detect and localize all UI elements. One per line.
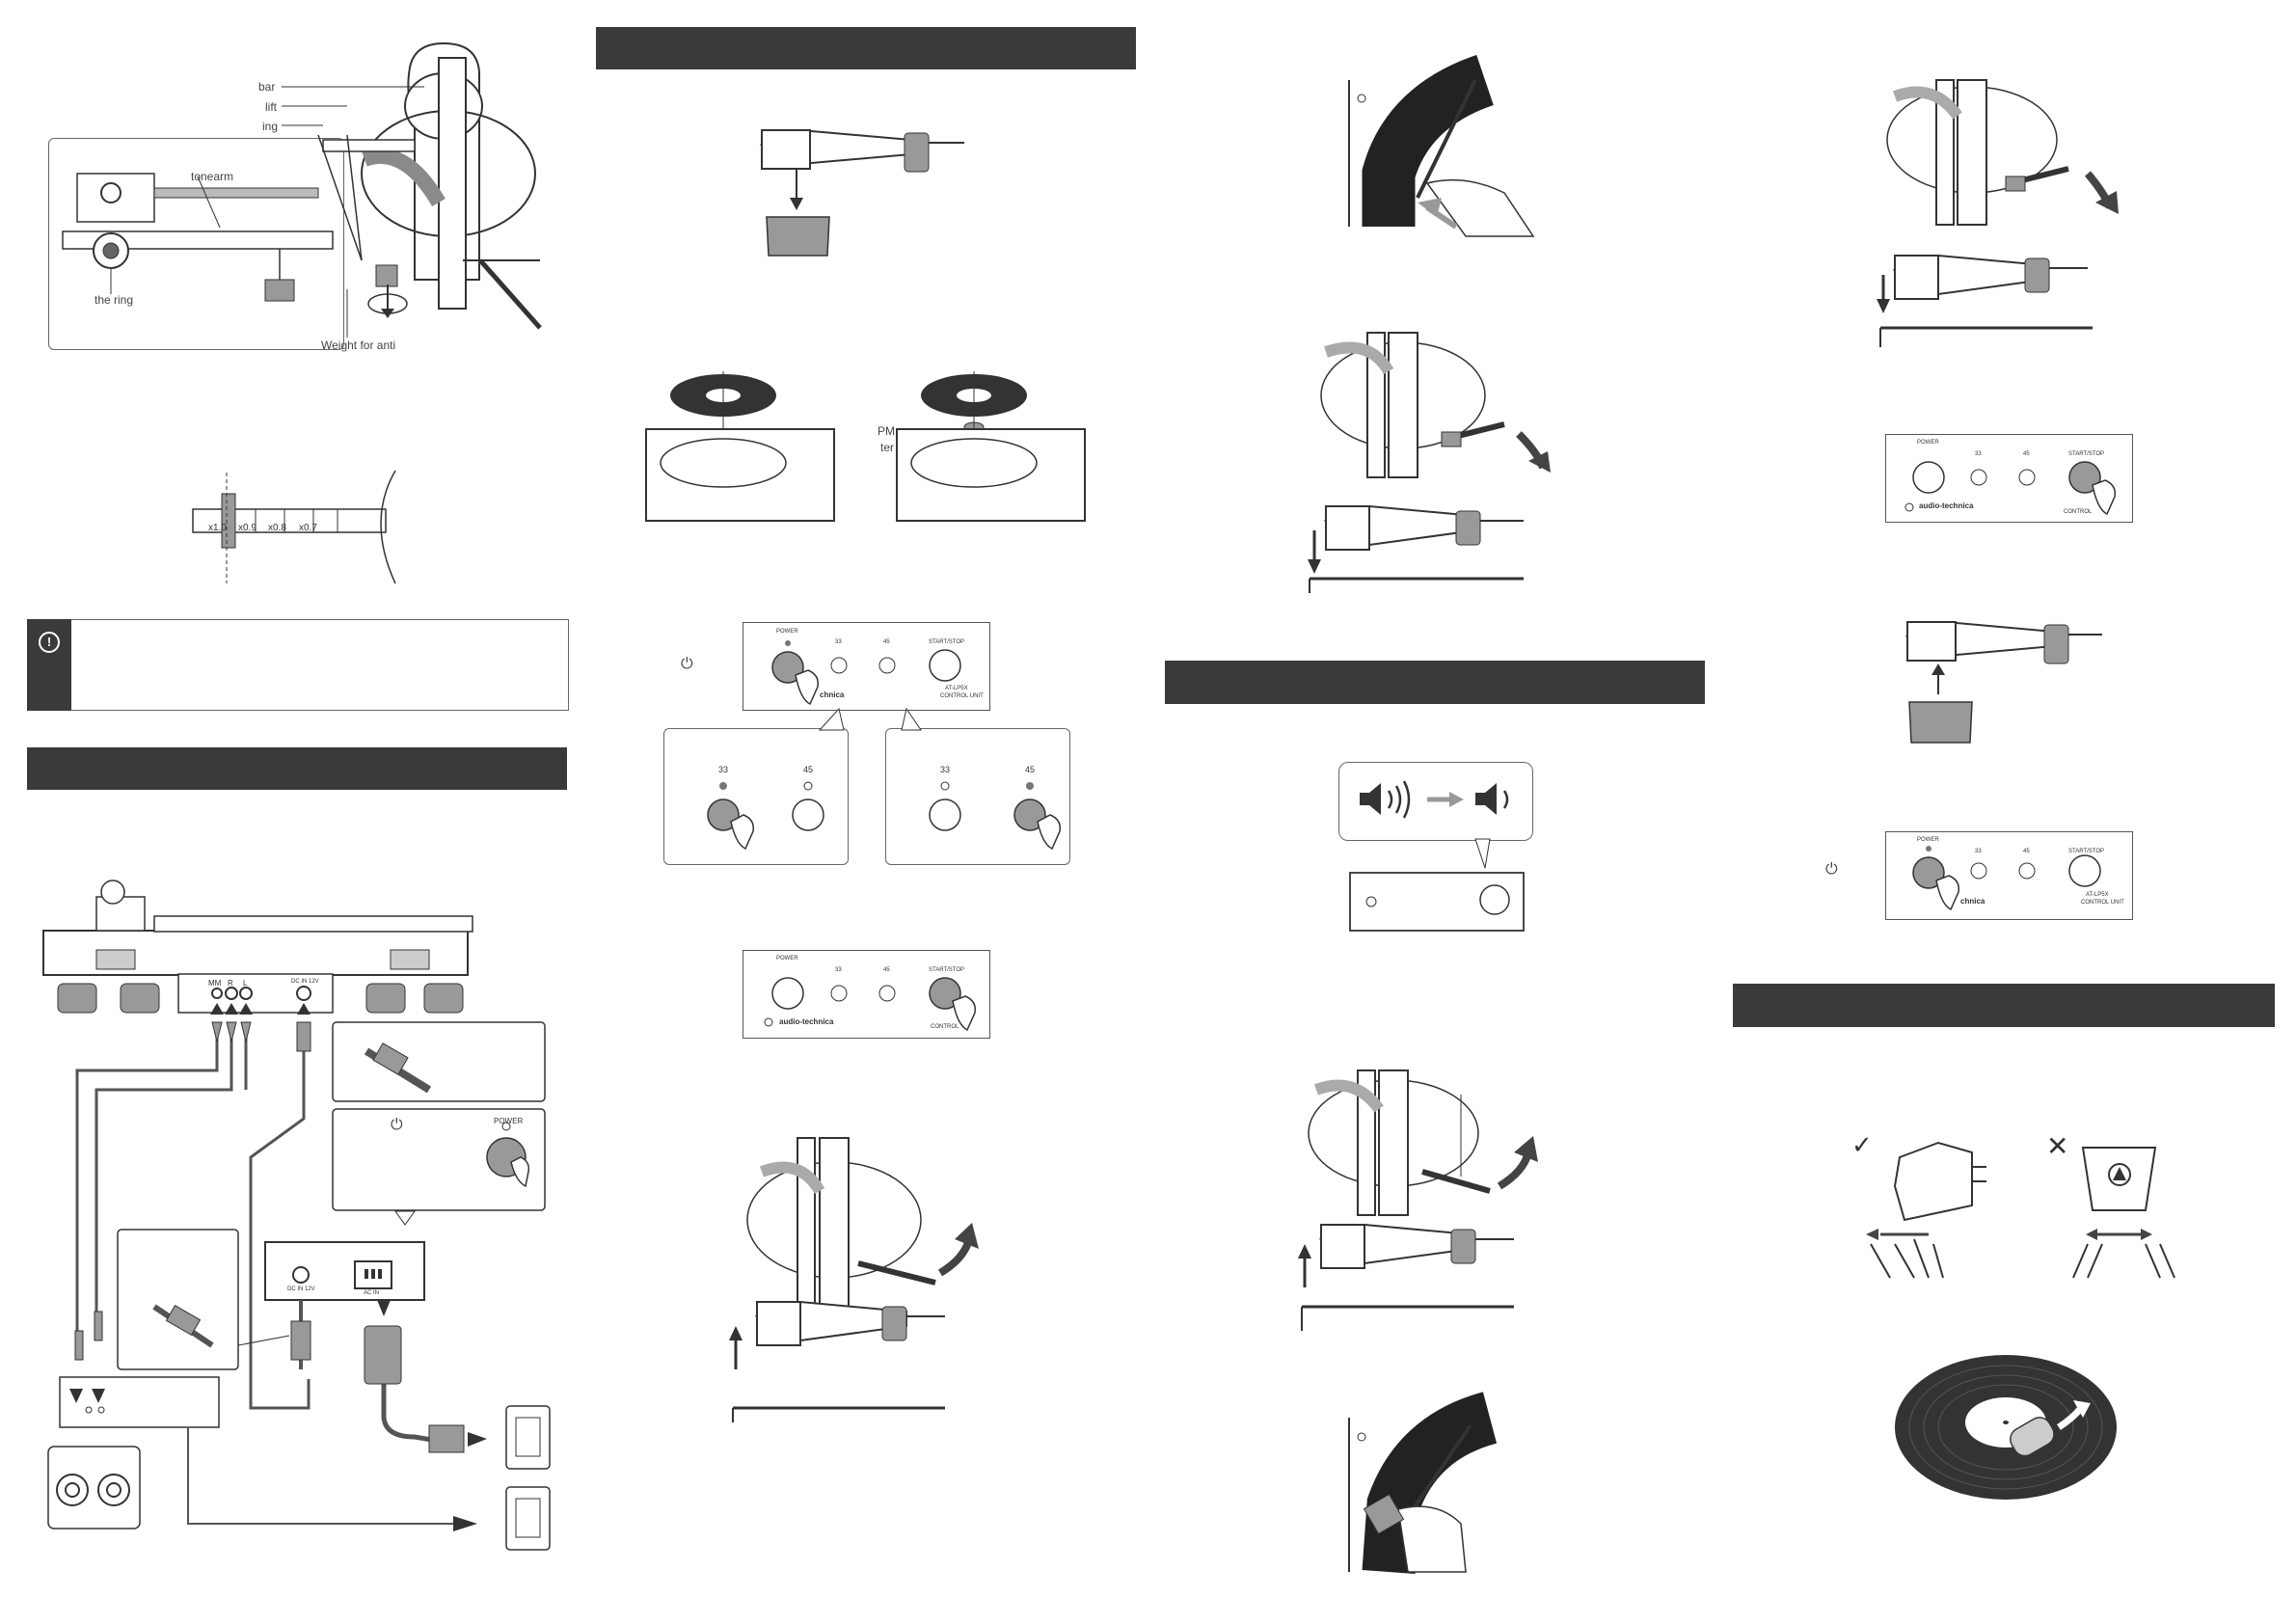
speed-insets-controls [707, 707, 1062, 851]
power-symbol-inset: ⏻ [391, 1117, 403, 1133]
cu2-startstop: START/STOP [929, 967, 965, 973]
scale-mark-2: x0.9 [238, 523, 257, 533]
cu4-brand: chnica [1960, 897, 1985, 906]
cu3-brand: audio-technica [1919, 501, 1974, 510]
cu4-power: POWER [1917, 837, 1939, 843]
cu2-power: POWER [776, 956, 798, 961]
volume-illustration [1349, 780, 1525, 932]
section-header-col4 [1733, 984, 2275, 1027]
cu4-33: 33 [1975, 849, 1982, 854]
tonearm-lift-illustration-col2 [729, 1137, 979, 1422]
cu2-unit: CONTROL [931, 1024, 959, 1030]
power-symbol-col4: ⏻ [1825, 861, 1838, 878]
rear-mark-dc: DC IN 12V [291, 979, 319, 985]
anti-skate-scale-illustration [192, 470, 396, 584]
cu3-unit: CONTROL [2064, 509, 2093, 515]
cartridge-cleaning-illustration [1866, 1141, 2175, 1279]
scale-mark-1: x1.0 [208, 523, 227, 533]
callout-ring: ing [262, 120, 279, 133]
callout-the-ring: the ring [95, 293, 134, 307]
rear-mark-mm: MM [208, 979, 222, 988]
cleaning-record-illustration-1 [1348, 54, 1535, 237]
section-header-col2 [596, 27, 1136, 69]
stylus-guard-attach-illustration [1904, 620, 2102, 744]
scale-mark-3: x0.8 [268, 523, 286, 533]
cross-mark: ✕ [2046, 1131, 2069, 1161]
power-symbol-col2: ⏻ [681, 656, 693, 672]
callout-lift: lift [265, 100, 277, 114]
section-header-col3 [1165, 661, 1705, 704]
cu3-33: 33 [1975, 451, 1982, 457]
record-label-ter: ter [880, 441, 895, 454]
inset-45-label-a: 45 [803, 765, 814, 774]
tonearm-lift-illustration-col3 [1298, 1069, 1538, 1331]
cu2-45: 45 [883, 967, 890, 973]
cu1-brand: chnica [820, 690, 845, 699]
cu4-45: 45 [2023, 849, 2030, 854]
cu1-model: AT-LP5X [945, 686, 968, 691]
inset-33-label-b: 33 [940, 765, 951, 774]
cu4-startstop: START/STOP [2068, 849, 2105, 854]
tonearm-lower-illustration-col4 [1877, 79, 2119, 347]
cu1-45: 45 [883, 639, 890, 645]
caution-box [27, 619, 569, 711]
control-unit-2-controls [764, 977, 977, 1032]
callout-weight: Weight for anti [321, 338, 396, 352]
cu1-power: POWER [776, 629, 798, 635]
speed-33-inset [663, 728, 849, 865]
control-unit-4-controls [1912, 846, 2101, 911]
cu4-unit: CONTROL UNIT [2081, 900, 2124, 906]
callout-bar: bar [258, 80, 276, 94]
inset-power-label: POWER [494, 1117, 524, 1125]
control-unit-3-controls [1904, 461, 2117, 516]
cu3-power: POWER [1917, 440, 1939, 446]
rear-mark-r: R [228, 979, 233, 988]
caution-icon: ! [39, 632, 60, 653]
check-mark: ✓ [1851, 1130, 1873, 1159]
cu1-unit: CONTROL UNIT [940, 693, 984, 699]
inset-33-label-a: 33 [718, 765, 729, 774]
cu2-brand: audio-technica [779, 1017, 834, 1026]
cu2-33: 33 [835, 967, 842, 973]
section-header-connections [27, 747, 567, 790]
tonearm-lower-illustration-col3 [1308, 332, 1551, 593]
tonearm-setup-illustration [62, 41, 542, 338]
cu4-model: AT-LP5X [2086, 892, 2109, 898]
cleaning-record-illustration-2 [1348, 1392, 1498, 1574]
scale-mark-4: x0.7 [299, 523, 317, 533]
record-cleaner-illustration [1895, 1355, 2117, 1500]
speed-45-inset [885, 728, 1070, 865]
callout-tonearm: tonearm [191, 170, 234, 183]
record-on-platter-illustration [645, 371, 1086, 522]
stylus-guard-illustration [759, 128, 964, 257]
inset-45-label-b: 45 [1025, 765, 1036, 774]
control-rear-ac: AC IN [364, 1290, 380, 1296]
control-unit-1-controls [771, 640, 961, 706]
cu1-33: 33 [835, 639, 842, 645]
connection-diagram [42, 880, 551, 1551]
control-rear-dc: DC IN 12V [287, 1286, 315, 1292]
cu1-startstop: START/STOP [929, 639, 965, 645]
record-label-pm: PM [878, 424, 895, 438]
cu3-startstop: START/STOP [2068, 451, 2105, 457]
rear-mark-l: L [243, 979, 248, 988]
cu3-45: 45 [2023, 451, 2030, 457]
